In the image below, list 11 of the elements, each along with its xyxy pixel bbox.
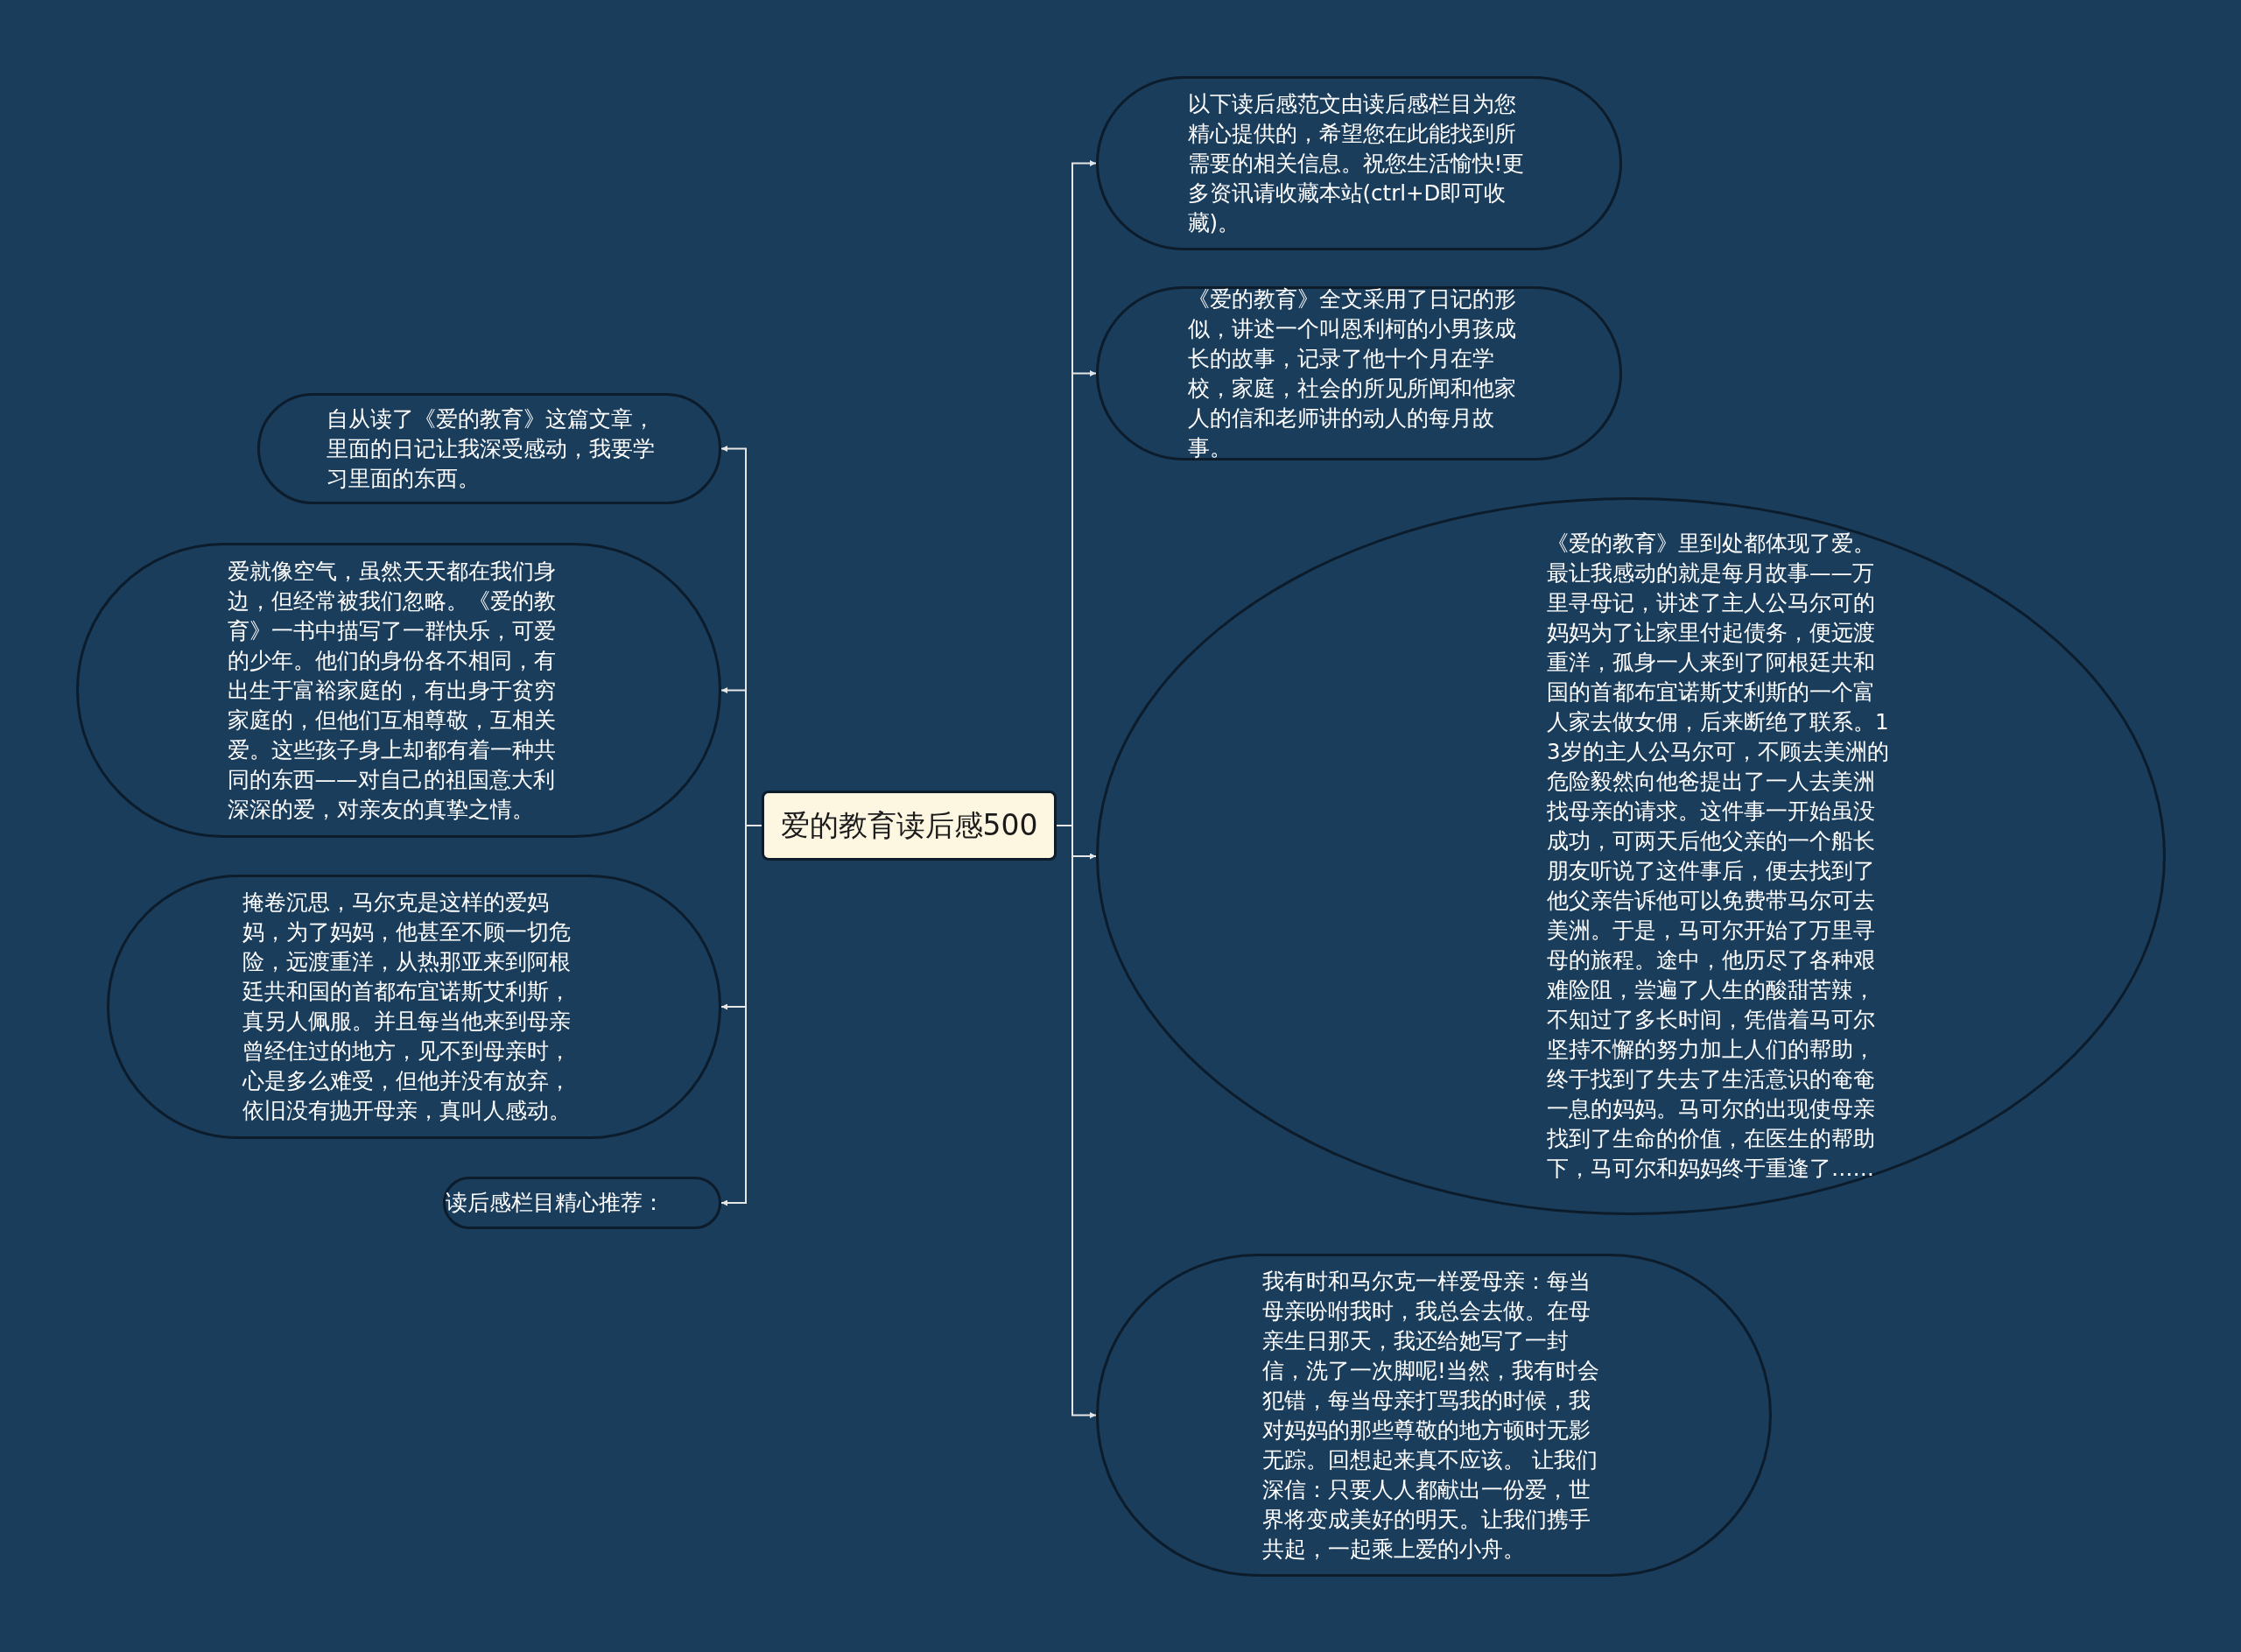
topic-bubble bbox=[443, 1177, 721, 1229]
topic-text: 爱就像空气，虽然天天都在我们身边，但经常被我们忽略。《爱的教育》一书中描写了一群快乐，可爱的少年。他们的身份各不相同，有出生于富裕家庭的，有出身于贫穷家庭的，但他们互相尊敬，互相关爱。这些孩子身上却都有着一种共同的东西——对自己的祖国意大利深深的爱，对亲友的真挚之情。 bbox=[227, 557, 557, 824]
topic-text: 我有时和马尔克一样爱母亲：每当母亲吩咐我时，我总会去做。在母亲生日那天，我还给她写了一封信，洗了一次脚呢!当然，我有时会犯错，每当母亲打骂我的时候，我对妈妈的那些尊敬的地方顿时无影无踪。回想起来真不应该。 让我们深信：只要人人都献出一份爱，世界将变成美好的明天。让我们携手共起，一起乘上爱的小舟。 bbox=[1262, 1267, 1600, 1564]
central-topic-text: 爱的教育读后感500 bbox=[780, 808, 1038, 843]
topic-text: 《爱的教育》里到处都体现了爱。最让我感动的就是每月故事——万里寻母记，讲述了主人公马尔可的妈妈为了让家里付起债务，便远渡重洋，孤身一人来到了阿根廷共和国的首都布宜诺斯艾利斯的一个富人家去做女佣，后来断绝了联系。13岁的主人公马尔可，不顾去美洲的危险毅然向他爸提出了一人去美洲找母亲的请求。这件事一开始虽没成功，可两天后他父亲的一个船长朋友听说了这件事后，便去找到了他父亲告诉他可以免费带马尔可去美洲。于是，马可尔开始了万里寻母的旅程。途中，他历尽了各种艰难险阻，尝遍了人生的酸甜苦辣，不知过了多长时间，凭借着马可尔坚持不懈的努力加上人们的帮助，终于找到了失去了生活意识的奄奄一息的妈妈。马可尔的出现使母亲找到了生命的价值，在医生的帮助下，马可尔和妈妈终于重逢了…… bbox=[1547, 530, 1890, 1183]
central-topic-box bbox=[762, 791, 1057, 861]
topic-text: 《爱的教育》全文采用了日记的形似，讲述一个叫恩利柯的小男孩成长的故事，记录了他十个月在学校，家庭，社会的所见所闻和他家人的信和老师讲的动人的每月故事。 bbox=[1187, 285, 1517, 462]
topic-text: 自从读了《爱的教育》这篇文章，里面的日记让我深受感动，我要学习里面的东西。 bbox=[327, 404, 656, 493]
topic-text: 读后感栏目精心推荐： bbox=[446, 1189, 665, 1217]
topic-text: 掩卷沉思，马尔克是这样的爱妈妈，为了妈妈，他甚至不顾一切危险，远渡重洋，从热那亚来到阿根廷共和国的首都布宜诺斯艾利斯，真另人佩服。并且每当他来到母亲曾经住过的地方，见不到母亲时，心是多么难受，但他并没有放弃，依旧没有抛开母亲，真叫人感动。 bbox=[242, 889, 572, 1125]
topic-text: 以下读后感范文由读后感栏目为您精心提供的，希望您在此能找到所需要的相关信息。祝您生活愉快!更多资讯请收藏本站(ctrl+D即可收藏)。 bbox=[1187, 89, 1526, 237]
